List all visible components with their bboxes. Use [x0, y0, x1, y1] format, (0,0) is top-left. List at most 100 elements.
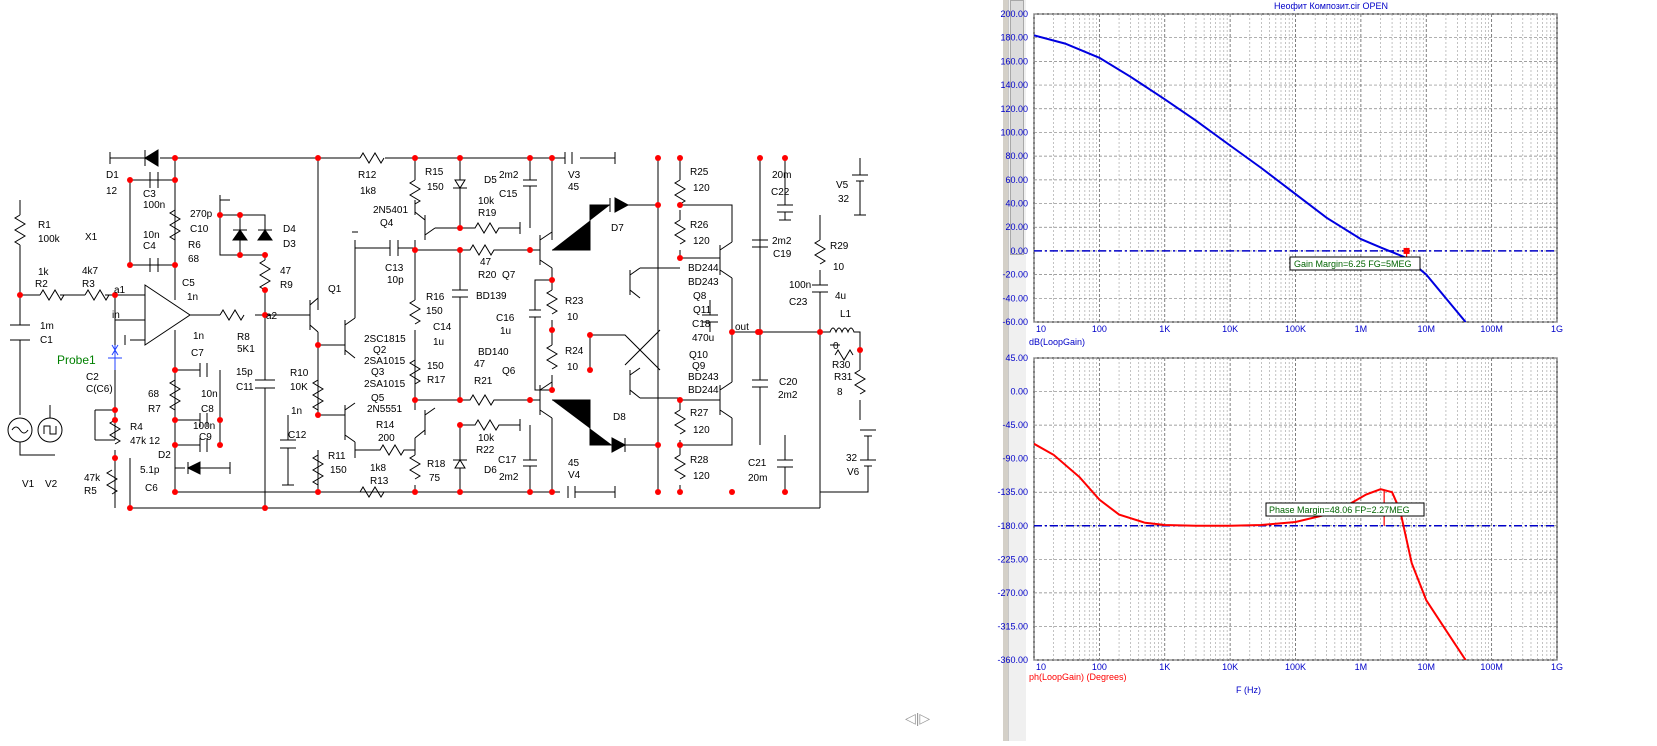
x-tick-label: 10: [1036, 324, 1046, 334]
schematic-label-r17: R17: [427, 375, 446, 386]
schematic-node: [549, 155, 555, 161]
schematic-label-r27v: 120: [693, 425, 710, 436]
data-point: [1326, 217, 1328, 219]
schematic-label-probe1: Probe1: [57, 353, 96, 367]
data-point: [1079, 476, 1081, 478]
schematic-label-q7v: BD139: [476, 291, 507, 302]
schematic-label-r5v: 47k: [84, 473, 101, 484]
schematic-node: [587, 367, 593, 373]
schematic-label-v3: V3: [568, 170, 581, 181]
data-point: [1260, 167, 1262, 169]
schematic-label-c18: C18: [692, 319, 711, 330]
schematic-label-c1: C1: [40, 335, 53, 346]
schematic-node: [729, 329, 735, 335]
schematic-label-r27: R27: [690, 408, 709, 419]
data-point: [1164, 98, 1166, 100]
schematic-node: [457, 155, 463, 161]
schematic-label-r4v: 47k 12: [130, 436, 160, 447]
schematic-node: [412, 397, 418, 403]
phase-margin-marker: Phase Margin=48.06 FP=2.27MEG: [1265, 502, 1425, 517]
phase-margin-label: Phase Margin=48.06 FP=2.27MEG: [1269, 505, 1410, 515]
schematic-label-c17v: 2m2: [499, 472, 519, 483]
data-point: [1411, 562, 1413, 564]
schematic-label-v4: V4: [568, 470, 581, 481]
schematic-label-c7v: 1n: [193, 331, 204, 342]
schematic-label-q3v: 2SA1015: [364, 356, 406, 367]
schematic-node: [315, 412, 321, 418]
schematic-label-r24: R24: [565, 346, 584, 357]
schematic-label-d5: D5: [484, 175, 497, 186]
schematic-node: [127, 177, 133, 183]
gain-margin-label: Gain Margin=6.25 FG=5MEG: [1294, 259, 1412, 269]
gain-margin-marker: Gain Margin=6.25 FG=5MEG: [1289, 256, 1421, 271]
schematic-label-v6: V6: [847, 467, 860, 478]
schematic-label-c2v: C(C6): [86, 384, 113, 395]
schematic-label-c3: C3: [143, 189, 156, 200]
x-tick-label: 100: [1092, 662, 1107, 672]
data-point: [1229, 525, 1231, 527]
schematic-node: [457, 225, 463, 231]
data-point: [1098, 57, 1100, 59]
schematic-node: [315, 342, 321, 348]
schematic-label-d6: D6: [484, 465, 497, 476]
schematic-node: [677, 442, 683, 448]
gain-margin-label-box: [1289, 256, 1421, 271]
schematic-node: [172, 442, 178, 448]
data-point: [1465, 321, 1467, 322]
x-tick-label: 10K: [1222, 324, 1238, 334]
schematic-label-c14: C14: [433, 322, 452, 333]
schematic-label-c8: C8: [201, 404, 214, 415]
schematic-label-r2: R2: [35, 279, 48, 290]
panel-resize-handle[interactable]: ◁|▷: [905, 710, 931, 726]
data-point: [1098, 499, 1100, 501]
schematic-label-r2v: 1k: [38, 267, 50, 278]
x-tick-label: 1K: [1159, 662, 1170, 672]
schematic-node: [677, 489, 683, 495]
schematic-node: [655, 442, 661, 448]
schematic-node: [172, 262, 178, 268]
schematic-label-r3: R3: [82, 279, 95, 290]
vertical-scrollbar[interactable]: [1008, 0, 1026, 741]
schematic-label-r4: R4: [130, 422, 143, 433]
data-point: [1360, 238, 1362, 240]
schematic-label-c18v: 470u: [692, 333, 714, 344]
analysis-plot[interactable]: Неофит Композит.cir OPEN dB(LoopGain) ph…: [997, 0, 1657, 741]
schematic-label-r1v: 100k: [38, 234, 61, 245]
y-tick-label: -60.00: [1002, 317, 1028, 327]
y-tick-label: -135.00: [997, 487, 1028, 497]
y-tick-label: 0.00: [1010, 246, 1028, 256]
schematic-label-q6v: BD140: [478, 347, 509, 358]
schematic-label-r22v: 10k: [478, 433, 495, 444]
schematic-node: [677, 202, 683, 208]
schematic-node: [457, 397, 463, 403]
schematic-label-r15: R15: [425, 167, 444, 178]
schematic-label-c14v: 1u: [433, 337, 444, 348]
schematic-node: [172, 367, 178, 373]
schematic-label-r29v: 10: [833, 262, 845, 273]
data-point: [1064, 43, 1066, 45]
schematic-label-q3: Q3: [371, 367, 385, 378]
y-tick-label: -40.00: [1002, 293, 1028, 303]
y-tick-label: -270.00: [997, 588, 1028, 598]
schematic-node: [262, 312, 268, 318]
schematic-node: [527, 247, 533, 253]
y-tick-label: 120.00: [1000, 104, 1028, 114]
schematic-node: [412, 155, 418, 161]
schematic-label-v6v: 32: [846, 453, 858, 464]
scrollbar-thumb[interactable]: [1010, 0, 1024, 255]
data-point: [1118, 514, 1120, 516]
schematic-node: [237, 252, 243, 258]
schematic-label-r21v: 47: [474, 359, 486, 370]
schematic-label-out: out: [735, 322, 749, 333]
schematic-label-r29: R29: [830, 241, 849, 252]
panel-divider[interactable]: [1003, 0, 1008, 741]
schematic-label-c20v: 2m2: [778, 390, 798, 401]
schematic-label-bd243a: BD243: [688, 277, 719, 288]
schematic-label-c19v: 2m2: [772, 236, 792, 247]
schematic-label-v5v: 32: [838, 194, 850, 205]
schematic-node: [549, 387, 555, 393]
